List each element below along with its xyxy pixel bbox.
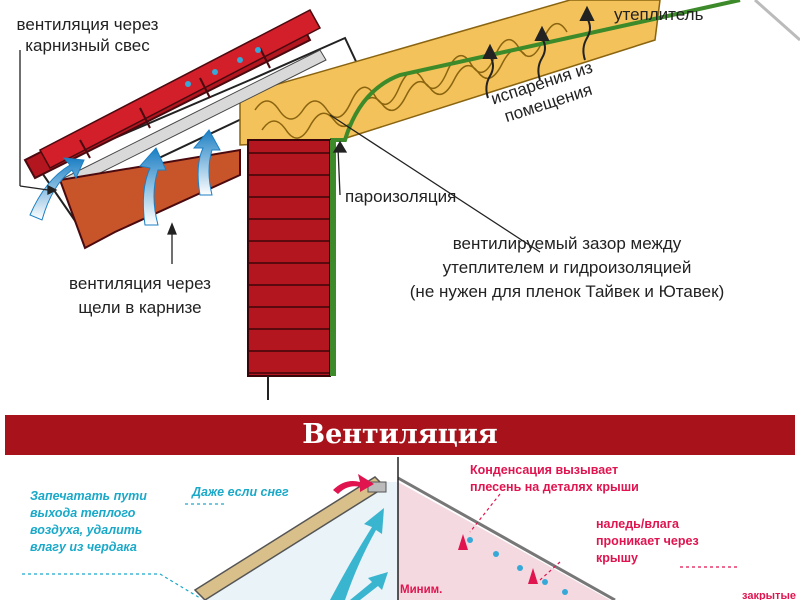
right-attic-area [398,482,610,600]
label-line: щели в карнизе [78,298,202,317]
wall-plaster [330,140,336,376]
cyan-airflow-arrow-2 [350,572,388,600]
label-line: карнизный свес [25,36,150,55]
note-line: крышу [596,551,638,565]
airflow-arrows [29,129,221,226]
label-ventilated-gap: вентилируемый зазор между утеплителем и … [352,232,782,304]
note-line: Запечатать пути [30,489,147,503]
note-minimum: Миним. [400,584,443,596]
note-line: выхода теплого [30,506,136,520]
note-seal-warm-air: Запечатать пути выхода теплого воздуха, … [30,488,147,556]
label-line: вентиляция через [16,15,159,34]
attic-section [22,457,740,600]
dotted-leaders [469,493,740,581]
leader-lines [19,50,541,264]
right-roof-slope [397,476,616,600]
note-line: плесень на деталях крыши [470,480,639,494]
label-line: вентилируемый зазор между [452,234,682,253]
banner-title: Вентиляция [302,419,498,450]
note-line: Конденсация вызывает [470,463,619,477]
label-line: утеплителем и гидроизоляцией [442,258,692,277]
note-condensation: Конденсация вызывает плесень на деталях … [470,462,639,496]
attic-ventilation-diagram: Запечатать пути выхода теплого воздуха, … [0,412,800,600]
note-ice-moisture: наледь/влага проникает через крышу [596,516,699,567]
label-soffit-vent: вентиляция через щели в карнизе [50,272,230,320]
note-line: воздуха, удалить [30,523,143,537]
note-even-if-snow: Даже если снег [192,485,289,499]
warm-air-arrow [333,474,374,494]
label-vapor-barrier: пароизоляция [345,187,457,206]
label-line: (не нужен для пленок Тайвек и Ютавек) [409,282,725,301]
cyan-dotted-leaders [22,503,225,599]
note-partial: закрытые [742,590,796,600]
cyan-airflow-arrow [330,508,384,600]
brick-wall [247,139,331,377]
roof-cross-section [19,0,800,400]
roof-ventilation-diagram: вентиляция через карнизный свес утеплите… [0,0,800,400]
note-line: влагу из чердака [30,540,137,554]
condensation-drops [185,47,261,87]
note-line: наледь/влага [596,517,679,531]
label-insulation: утеплитель [614,5,704,24]
note-line: проникает через [596,534,699,548]
evaporation-arrows [482,5,595,99]
label-line: вентиляция через [69,274,211,293]
drip-drops [467,537,568,595]
vapor-barrier-line [330,0,741,142]
label-eave-vent: вентиляция через карнизный свес [0,14,175,56]
ventilation-banner: Вентиляция [5,415,795,455]
red-drop-arrows [458,534,538,584]
